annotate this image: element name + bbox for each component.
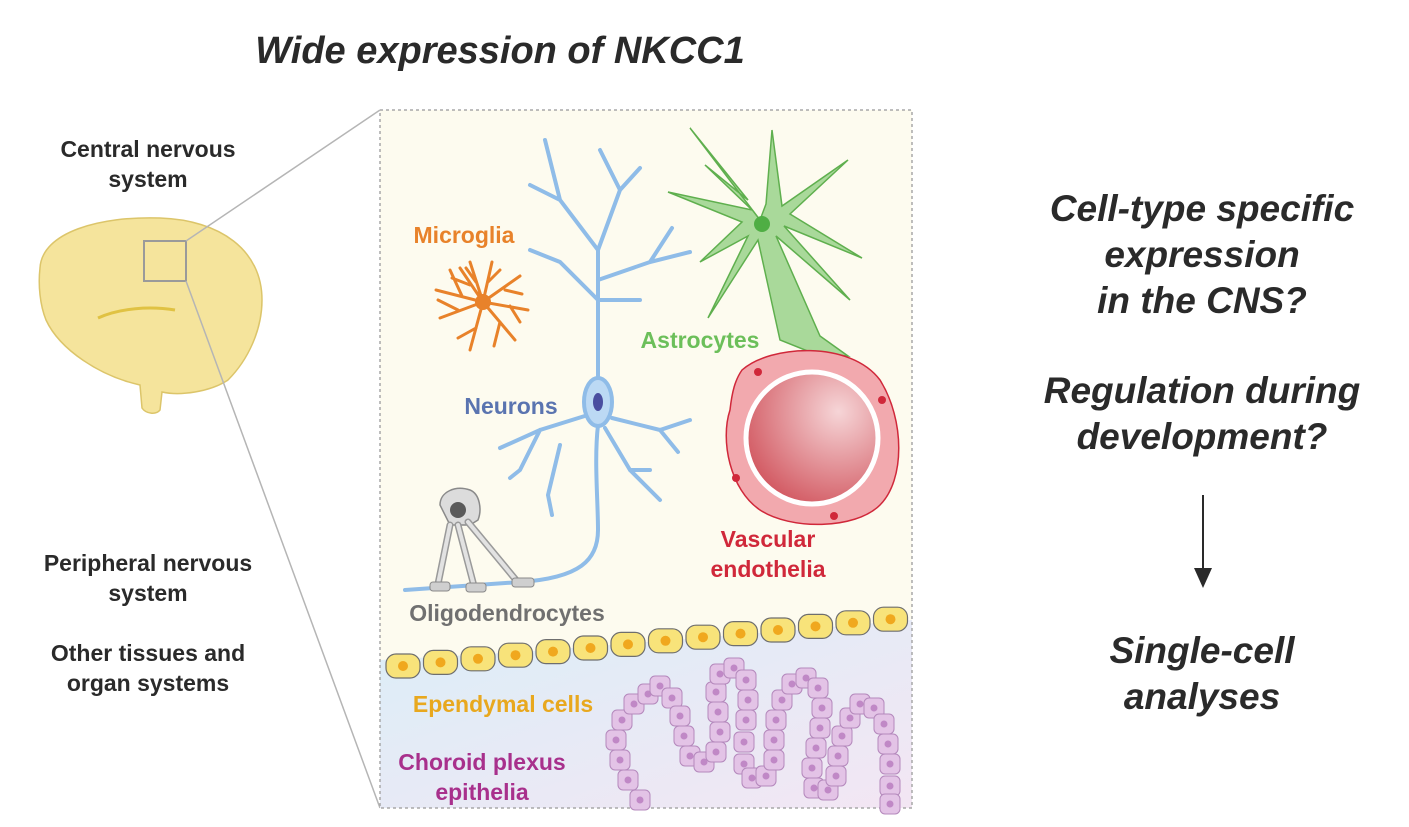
ependymal-nucleus [585,643,596,653]
choroid-nucleus [880,720,888,728]
choroid-nucleus [886,782,894,790]
question-development: Regulation during development? [1043,370,1361,457]
ependymal-nucleus [473,653,483,664]
other-tissues-label: Other tissues and organ systems [50,640,246,696]
choroid-nucleus [770,756,778,764]
choroid-nucleus [884,740,892,748]
choroid-nucleus [742,676,750,684]
ependymal-nucleus [435,657,446,668]
ependymal-nucleus [660,635,671,646]
choroid-nucleus [788,680,796,688]
choroid-nucleus [624,776,632,784]
choroid-nucleus [834,752,842,760]
choroid-nucleus [802,674,810,682]
choroid-nucleus [656,682,664,690]
choroid-nucleus [740,738,748,746]
choroid-nucleus [686,752,694,760]
ependymal-nucleus [848,617,858,628]
zoom-line-bottom [185,280,381,809]
astrocytes-label: Astrocytes [641,327,760,353]
choroid-nucleus [886,760,894,768]
choroid-nucleus [824,786,832,794]
choroid-nucleus [778,696,786,704]
choroid-nucleus [636,796,644,804]
choroid-nucleus [712,748,720,756]
ependymal-nucleus [548,646,558,657]
choroid-nucleus [832,772,840,780]
neurons-label: Neurons [464,393,557,419]
choroid-nucleus [818,704,826,712]
choroid-nucleus [630,700,638,708]
question-cell-type: Cell-type specific expression in the CNS… [1049,188,1355,321]
choroid-nucleus [742,716,750,724]
ependymal-nucleus [773,625,783,635]
choroid-nucleus [730,664,738,672]
ependymal-nucleus [698,632,708,643]
brain-illustration [38,217,263,414]
choroid-nucleus [618,716,626,724]
ependymal-label: Ependymal cells [413,691,593,717]
choroid-nucleus [680,732,688,740]
choroid-nucleus [812,744,820,752]
choroid-nucleus [814,684,822,692]
blood-vessel-illustration [725,349,900,526]
choroid-nucleus [668,694,676,702]
choroid-nucleus [870,704,878,712]
choroid-nucleus [770,736,778,744]
choroid-nucleus [716,670,724,678]
ependymal-nucleus [510,650,521,661]
ependymal-nucleus [735,628,746,639]
zoom-line-top [185,109,381,242]
neuron-illustration [403,138,692,592]
choroid-nucleus [716,728,724,736]
choroid-nucleus [714,708,722,716]
choroid-label-line1: Choroid plexus [398,749,565,775]
choroid-nucleus [616,756,624,764]
ependymal-nucleus [623,639,633,650]
pns-label: Peripheral nervous system [43,550,253,606]
choroid-nucleus [676,712,684,720]
choroid-nucleus [808,764,816,772]
oligodendrocyte-illustration [429,487,535,593]
choroid-nucleus [700,758,708,766]
choroid-nucleus [838,732,846,740]
page-title: Wide expression of NKCC1 [255,30,745,72]
choroid-nucleus [762,772,770,780]
choroid-nucleus [816,724,824,732]
cns-label: Central nervous system [60,136,236,192]
ependymal-nucleus [398,661,408,671]
down-arrow-icon [1194,495,1212,588]
answer-single-cell: Single-cell analyses [1109,630,1295,717]
choroid-plexus-illustration [605,657,901,815]
ependymal-nucleus [810,621,821,632]
ependymal-nucleus [885,614,896,625]
choroid-nucleus [748,774,756,782]
choroid-label-line2: epithelia [435,779,529,805]
choroid-nucleus [772,716,780,724]
choroid-nucleus [744,696,752,704]
choroid-nucleus [612,736,620,744]
choroid-nucleus [846,714,854,722]
oligodendrocytes-label: Oligodendrocytes [409,600,605,626]
choroid-nucleus [886,800,894,808]
choroid-nucleus [856,700,864,708]
vascular-label-line2: endothelia [710,556,825,582]
ependymal-cells-illustration [385,606,909,679]
microglia-label: Microglia [414,222,515,248]
vascular-label-line1: Vascular [721,526,816,552]
choroid-nucleus [712,688,720,696]
choroid-nucleus [810,784,818,792]
choroid-nucleus [740,760,748,768]
microglia-illustration [434,260,530,352]
